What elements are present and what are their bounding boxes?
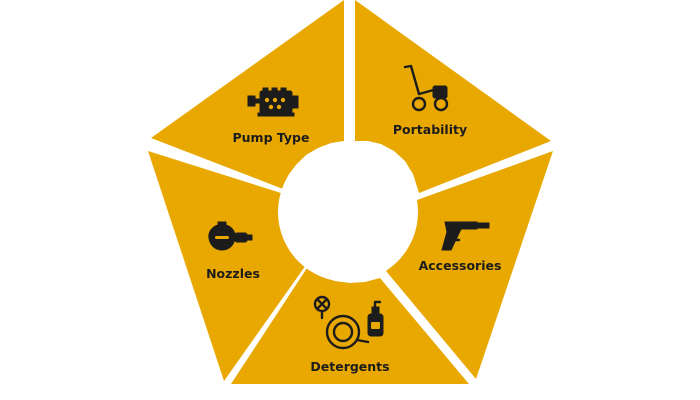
- segment-pump-type: [151, 0, 344, 189]
- label-detergents: Detergents: [310, 359, 389, 374]
- nozzle-icon: [208, 221, 253, 251]
- hand-truck-icon: [403, 64, 449, 112]
- segment-accessories: [386, 151, 553, 379]
- pump-engine-icon: [247, 87, 299, 117]
- label-pump-type: Pump Type: [232, 130, 309, 145]
- label-accessories: Accessories: [419, 258, 502, 273]
- label-portability: Portability: [393, 122, 467, 137]
- hose-reel-icon: [313, 295, 384, 350]
- spray-gun-icon: [441, 221, 490, 251]
- label-nozzles: Nozzles: [206, 266, 260, 281]
- center-circle: [278, 142, 418, 282]
- segment-portability: [355, 0, 551, 193]
- segment-nozzles: [148, 151, 306, 381]
